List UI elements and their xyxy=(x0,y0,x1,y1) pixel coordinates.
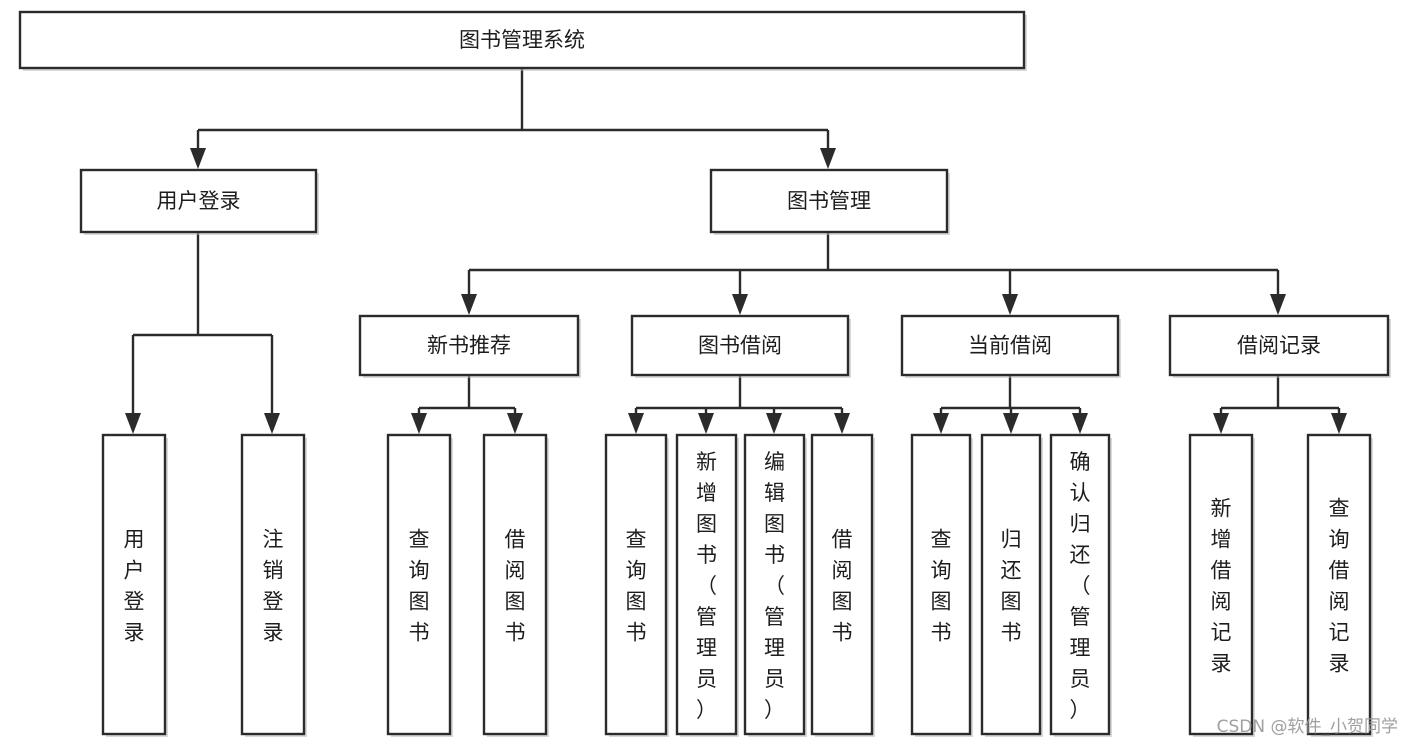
node-l2-user[interactable]: 用户登录 xyxy=(79,168,319,235)
node-leaf-br-query[interactable]: 查询图书 xyxy=(604,433,669,737)
node-rect[interactable] xyxy=(743,433,806,736)
node-rect[interactable] xyxy=(980,433,1042,736)
node-leaf-br-edit[interactable]: 编辑图书（管理员） xyxy=(743,433,807,737)
nodes-layer: 图书管理系统用户登录图书管理新书推荐图书借阅当前借阅借阅记录用户登录注销登录查询… xyxy=(18,10,1391,737)
node-leaf-user-login[interactable]: 用户登录 xyxy=(101,433,168,737)
node-rect[interactable] xyxy=(1049,433,1111,736)
node-rect[interactable] xyxy=(675,433,738,736)
node-rect[interactable] xyxy=(1168,314,1390,377)
node-label: 查询图书 xyxy=(409,528,430,645)
node-label: 新增图书（管理员） xyxy=(696,450,717,722)
node-rect[interactable] xyxy=(810,433,874,736)
node-label: 图书管理 xyxy=(787,189,871,213)
node-label: 用户登录 xyxy=(124,528,145,645)
node-label: 用户登录 xyxy=(157,189,241,213)
node-l3-new[interactable]: 新书推荐 xyxy=(358,314,581,378)
connector-new-to-leaves xyxy=(411,375,523,434)
node-label: 借阅图书 xyxy=(832,528,853,645)
node-l3-borrow[interactable]: 图书借阅 xyxy=(630,314,851,378)
connector-book-to-level3 xyxy=(461,232,1286,315)
node-label: 新书推荐 xyxy=(427,334,511,358)
node-rect[interactable] xyxy=(604,433,668,736)
node-rect[interactable] xyxy=(630,314,850,377)
node-leaf-br-lend[interactable]: 借阅图书 xyxy=(810,433,875,737)
connector-current-to-leaves xyxy=(933,375,1088,434)
connector-root-to-level2 xyxy=(190,68,836,169)
node-label: 当前借阅 xyxy=(968,334,1052,358)
node-rect[interactable] xyxy=(240,433,306,736)
node-leaf-new-query[interactable]: 查询图书 xyxy=(386,433,453,737)
node-label: 借阅记录 xyxy=(1237,334,1321,358)
node-leaf-user-logout[interactable]: 注销登录 xyxy=(240,433,307,737)
node-rect[interactable] xyxy=(1188,433,1254,736)
node-root[interactable]: 图书管理系统 xyxy=(18,10,1027,71)
node-l3-current[interactable]: 当前借阅 xyxy=(900,314,1121,378)
node-rect[interactable] xyxy=(900,314,1120,377)
connector-borrow-to-leaves xyxy=(628,375,850,434)
node-leaf-rec-query[interactable]: 查询借阅记录 xyxy=(1306,433,1373,737)
node-rect[interactable] xyxy=(101,433,167,736)
node-leaf-br-add[interactable]: 新增图书（管理员） xyxy=(675,433,739,737)
node-leaf-cur-confirm[interactable]: 确认归还（管理员） xyxy=(1049,433,1112,737)
node-l2-book[interactable]: 图书管理 xyxy=(709,168,950,235)
node-label: 图书借阅 xyxy=(698,334,782,358)
node-label: 借阅图书 xyxy=(505,528,526,645)
node-rect[interactable] xyxy=(358,314,580,377)
node-rect[interactable] xyxy=(386,433,452,736)
connector-record-to-leaves xyxy=(1213,375,1347,434)
node-label: 查询图书 xyxy=(626,528,647,645)
node-l3-record[interactable]: 借阅记录 xyxy=(1168,314,1391,378)
node-rect[interactable] xyxy=(79,168,318,234)
node-label: 新增借阅记录 xyxy=(1211,497,1232,676)
connectors-layer xyxy=(125,68,1347,434)
node-rect[interactable] xyxy=(1306,433,1372,736)
node-label: 归还图书 xyxy=(1001,528,1022,645)
node-leaf-cur-return[interactable]: 归还图书 xyxy=(980,433,1043,737)
node-label: 图书管理系统 xyxy=(459,28,585,52)
node-label: 查询借阅记录 xyxy=(1329,497,1350,676)
node-rect[interactable] xyxy=(482,433,548,736)
node-label: 确认归还（管理员） xyxy=(1070,450,1091,722)
connector-user-to-leaves xyxy=(125,232,280,434)
node-rect[interactable] xyxy=(709,168,949,234)
node-label: 查询图书 xyxy=(931,528,952,645)
node-leaf-cur-query[interactable]: 查询图书 xyxy=(910,433,973,737)
node-rect[interactable] xyxy=(910,433,972,736)
node-leaf-rec-add[interactable]: 新增借阅记录 xyxy=(1188,433,1255,737)
csdn-watermark: CSDN @软件_小贺同学 xyxy=(1217,717,1398,737)
node-label: 编辑图书（管理员） xyxy=(764,450,785,722)
node-leaf-new-borrow[interactable]: 借阅图书 xyxy=(482,433,549,737)
node-rect[interactable] xyxy=(18,10,1026,70)
node-label: 注销登录 xyxy=(263,528,284,645)
